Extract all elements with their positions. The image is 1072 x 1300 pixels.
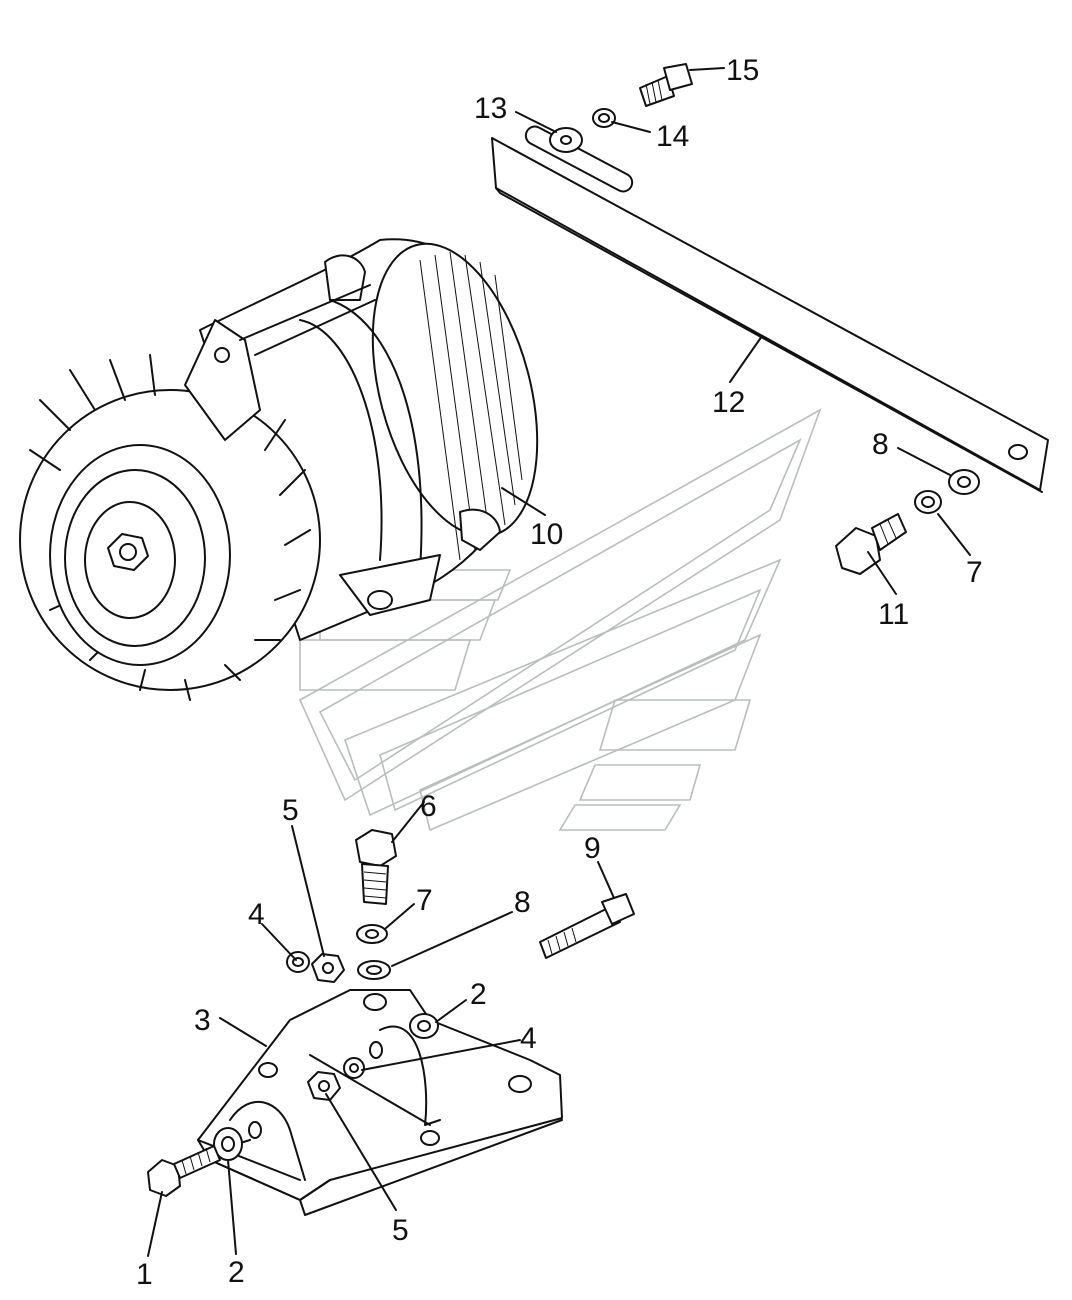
callout-7-lower: 7 <box>416 884 433 917</box>
bolt-6 <box>355 829 397 905</box>
nut-5-upper <box>311 953 345 983</box>
callout-labels: 1 2 2 3 4 4 5 5 6 7 7 8 8 9 10 11 12 13 … <box>136 54 983 1291</box>
callout-8-lower: 8 <box>514 886 531 919</box>
spring-washer-7-lower <box>356 924 388 944</box>
spring-washer-14 <box>592 108 616 128</box>
watermark-logo <box>298 408 822 832</box>
callout-9: 9 <box>584 832 601 865</box>
spring-washer-7-upper <box>914 490 942 514</box>
callout-12: 12 <box>712 386 745 419</box>
callout-10: 10 <box>530 518 563 551</box>
callout-4-upper: 4 <box>248 898 265 931</box>
adjusting-strap <box>491 125 1049 493</box>
bolt-15 <box>639 63 693 107</box>
callout-2-right: 2 <box>470 978 487 1011</box>
washer-2-left <box>213 1127 243 1161</box>
callout-14: 14 <box>656 120 689 153</box>
bolt-9 <box>539 893 635 959</box>
callout-3: 3 <box>194 1004 211 1037</box>
callout-2-bottom: 2 <box>228 1256 245 1289</box>
washer-13 <box>549 127 583 153</box>
callout-11: 11 <box>878 598 909 631</box>
washer-8-lower <box>357 960 391 980</box>
callout-5-lower: 5 <box>392 1214 409 1247</box>
alternator <box>19 238 539 701</box>
callout-7-upper: 7 <box>966 556 983 589</box>
mounting-bracket <box>197 989 563 1216</box>
leader-lines <box>147 67 971 1257</box>
callout-5-upper: 5 <box>282 794 299 827</box>
callout-6: 6 <box>420 790 437 823</box>
bolt-11 <box>835 513 907 575</box>
spring-washer-4-lower <box>343 1057 365 1079</box>
callout-1: 1 <box>136 1258 153 1291</box>
callout-15: 15 <box>726 54 759 87</box>
nut-5-lower <box>307 1071 341 1101</box>
washer-8-upper <box>948 469 980 495</box>
bolt-1 <box>147 1145 221 1197</box>
callout-13: 13 <box>474 92 507 125</box>
washer-2-right <box>409 1013 439 1039</box>
callout-8-upper: 8 <box>872 428 889 461</box>
callout-4-lower: 4 <box>520 1022 537 1055</box>
